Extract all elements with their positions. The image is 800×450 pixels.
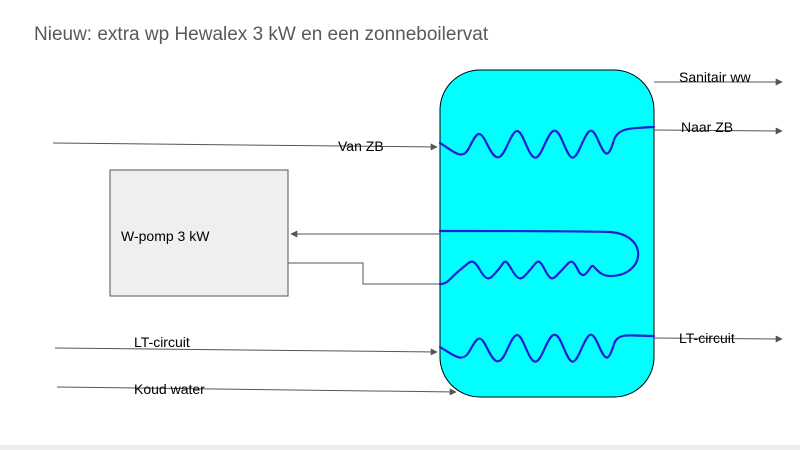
bottom-coil xyxy=(438,333,656,363)
koud-water-label: Koud water xyxy=(134,381,205,397)
heat-pump-label: W-pomp 3 kW xyxy=(121,228,210,244)
lt-circuit-out-line xyxy=(653,335,783,343)
heat-pump-box xyxy=(109,169,289,297)
van-zb-line xyxy=(52,142,438,151)
bottom-strip xyxy=(0,445,800,450)
van-zb-label: Van ZB xyxy=(338,138,384,154)
koud-water-line xyxy=(56,386,457,396)
middle-coil xyxy=(438,229,640,286)
naar-zb-line xyxy=(653,127,783,135)
naar-zb-label: Naar ZB xyxy=(681,119,733,135)
top-coil xyxy=(438,125,656,159)
lt-circuit-in-line xyxy=(54,347,438,356)
slide-title: Nieuw: extra wp Hewalex 3 kW en een zonn… xyxy=(34,24,489,45)
lt-circuit-in-label: LT-circuit xyxy=(134,334,190,350)
sanitair-ww-label: Sanitair ww xyxy=(679,69,751,85)
lt-circuit-out-label: LT-circuit xyxy=(679,330,735,346)
heat-pump-supply-line xyxy=(288,262,440,285)
